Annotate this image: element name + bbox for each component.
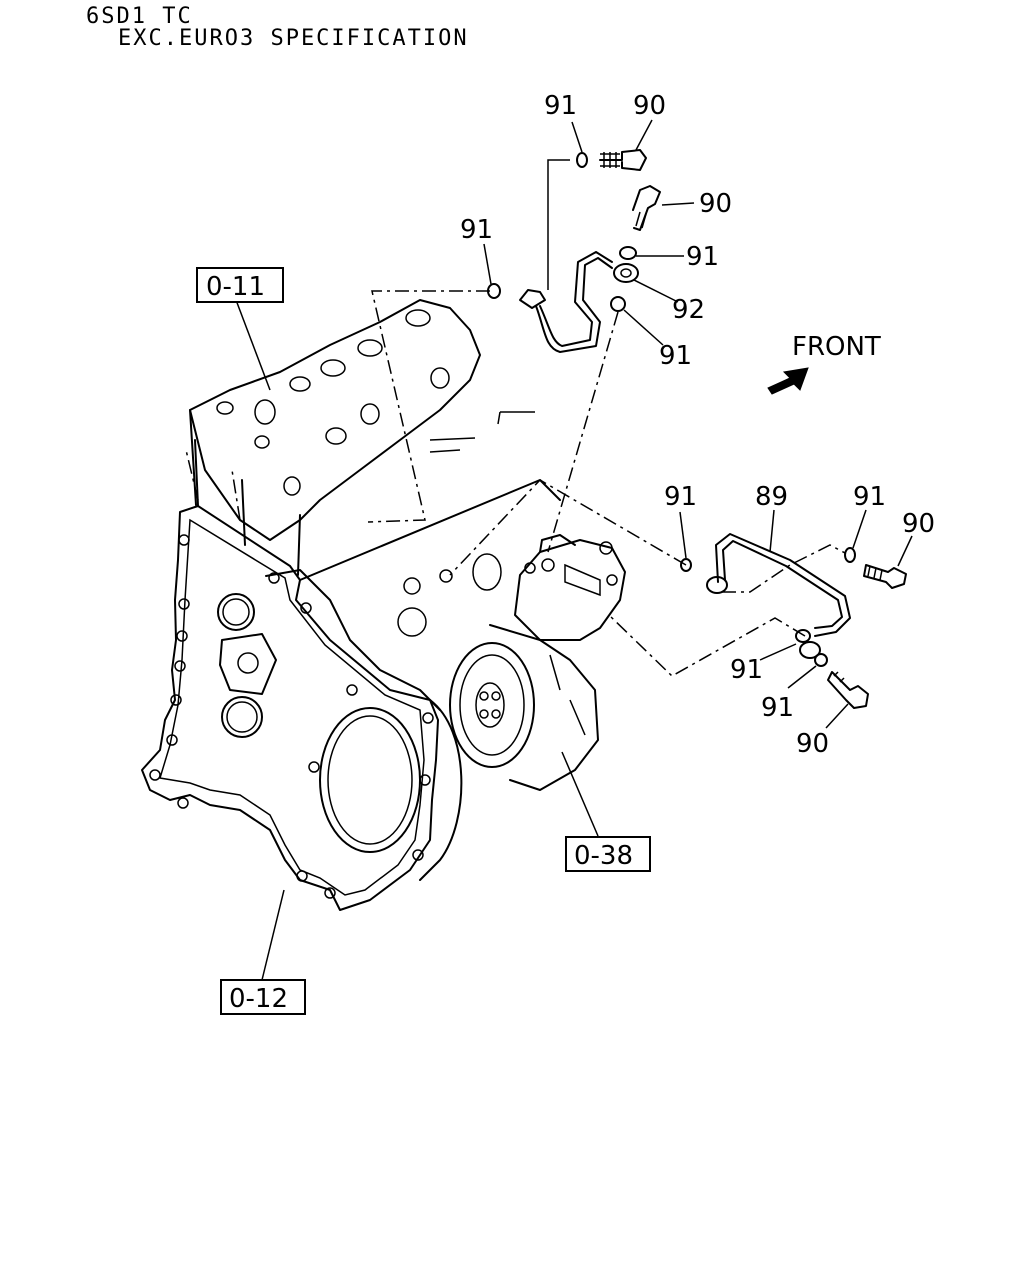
callout-90-low: 90 — [796, 729, 829, 759]
callout-92: 92 — [672, 295, 705, 325]
gear-case-drawing — [141, 505, 463, 911]
center-lines — [185, 290, 846, 677]
bolt-far — [863, 564, 907, 589]
callout-91-pipe: 91 — [664, 482, 697, 512]
callout-91-low2: 91 — [761, 693, 794, 723]
front-arrow-icon — [767, 367, 809, 395]
callout-90-far: 90 — [902, 509, 935, 539]
ref-box-0-38: 0-38 — [565, 836, 651, 872]
leader-lines — [235, 119, 913, 981]
callout-90-mid: 90 — [699, 189, 732, 219]
ref-0-38-text: 0-38 — [574, 841, 633, 871]
callout-91-right1: 91 — [686, 242, 719, 272]
header-model: 6SD1 TC — [86, 4, 193, 29]
callout-90-top: 90 — [633, 91, 666, 121]
callout-91-right2: 91 — [659, 341, 692, 371]
bolt-mid — [632, 185, 661, 231]
ref-box-0-12: 0-12 — [220, 979, 306, 1015]
ref-box-0-11: 0-11 — [196, 267, 284, 303]
bolt-top — [599, 149, 647, 171]
callout-91-left: 91 — [460, 215, 493, 245]
bolt-low — [827, 671, 869, 709]
cylinder-head-drawing — [189, 299, 561, 637]
ref-0-11-text: 0-11 — [206, 272, 265, 302]
callout-91-far: 91 — [853, 482, 886, 512]
air-compressor-drawing — [449, 534, 626, 791]
callout-91-low1: 91 — [730, 655, 763, 685]
callout-91-top: 91 — [544, 91, 577, 121]
ref-0-12-text: 0-12 — [229, 984, 288, 1014]
header-spec: EXC.EURO3 SPECIFICATION — [118, 26, 469, 51]
upper-oil-pipe — [519, 159, 639, 353]
callout-labels: 91 90 90 91 91 92 91 91 89 91 90 91 91 9… — [460, 91, 935, 759]
callout-89: 89 — [755, 482, 788, 512]
front-label: FRONT — [792, 332, 881, 362]
lower-oil-pipe — [706, 533, 851, 659]
washers — [487, 152, 856, 667]
